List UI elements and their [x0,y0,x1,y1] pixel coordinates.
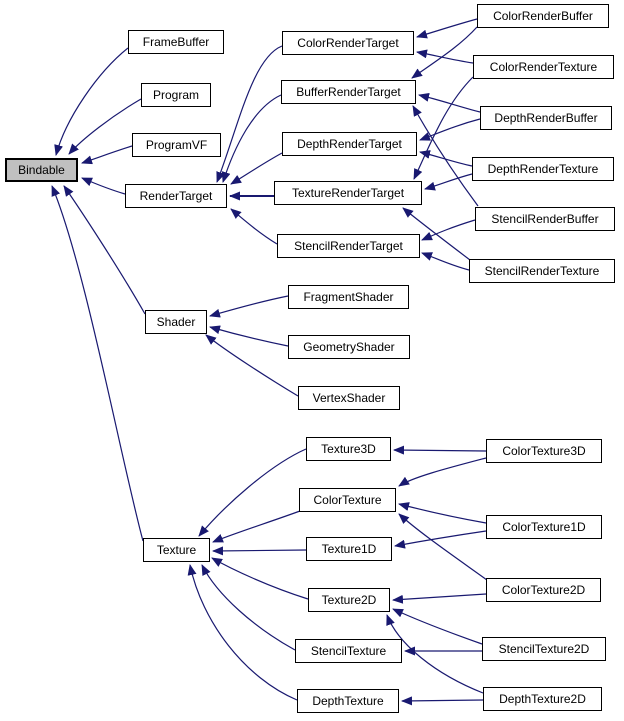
edge-stencilrendertexture-texturerendertarget [402,207,471,261]
node-depthtexture2d[interactable]: DepthTexture2D [483,687,602,711]
edge-program-bindable [68,98,142,155]
edge-texture3d-texture [198,448,307,537]
node-colortexture[interactable]: ColorTexture [299,488,396,512]
edge-colortexture2d-texture2d [392,593,487,604]
edge-colorrenderbuffer-colorrendertarget [416,18,478,39]
node-shader[interactable]: Shader [145,310,207,334]
node-programvf[interactable]: ProgramVF [132,133,221,157]
node-stencilrendertarget[interactable]: StencilRenderTarget [277,234,420,258]
edge-texture1d-texture [212,546,307,556]
node-stencilrendertexture[interactable]: StencilRenderTexture [469,259,615,283]
edge-stencilrendertarget-rendertarget [230,208,278,245]
node-colortexture3d[interactable]: ColorTexture3D [486,439,602,463]
node-texturerendertarget[interactable]: TextureRenderTarget [274,181,422,205]
node-vertexshader[interactable]: VertexShader [298,386,400,410]
node-colorrendertarget[interactable]: ColorRenderTarget [282,31,414,55]
edge-programvf-bindable [81,145,133,165]
node-texture3d[interactable]: Texture3D [306,437,391,461]
node-stenciltexture[interactable]: StencilTexture [295,639,402,663]
node-depthrendertarget[interactable]: DepthRenderTarget [282,132,417,156]
node-bindable: Bindable [5,158,78,182]
node-depthtexture[interactable]: DepthTexture [297,689,399,713]
edge-bufferrendertarget-rendertarget [221,94,282,183]
node-depthrenderbuffer[interactable]: DepthRenderBuffer [480,106,612,130]
edge-depthrenderbuffer-depthrendertarget [419,118,481,141]
edge-colortexture1d-colortexture [398,502,487,524]
edge-shader-bindable [63,185,146,315]
edge-texture2d-texture [211,557,309,600]
edge-colortexture2d-colortexture [398,513,488,581]
edge-fragmentshader-shader [209,295,289,318]
edge-colortexture-texture [212,510,301,543]
edge-colorrendertexture-texturerendertarget [413,76,474,180]
edge-colorrendertexture-colorrendertarget [416,49,474,64]
edge-colorrenderbuffer-bufferrendertarget [411,26,478,79]
edge-stenciltexture2d-texture2d [392,608,483,645]
edge-stenciltexture-texture [201,564,296,651]
edge-texture-bindable [51,185,144,542]
edge-depthtexture-texture [187,564,298,701]
edge-depthtexture2d-texture2d [386,614,484,694]
edge-depthrendertexture-depthrendertarget [419,150,473,167]
edge-depthrenderbuffer-bufferrendertarget [418,92,481,113]
node-colorrendertexture[interactable]: ColorRenderTexture [473,55,614,79]
node-bufferrendertarget[interactable]: BufferRenderTarget [281,80,416,104]
node-depthrendertexture[interactable]: DepthRenderTexture [472,157,614,181]
edge-depthrendertarget-rendertarget [230,152,283,185]
node-geometryshader[interactable]: GeometryShader [288,335,410,359]
edge-colortexture3d-texture3d [393,445,487,455]
edge-stencilrenderbuffer-bufferrendertarget [412,105,479,207]
node-stencilrenderbuffer[interactable]: StencilRenderBuffer [475,207,615,231]
node-colortexture1d[interactable]: ColorTexture1D [486,515,602,539]
edge-depthtexture2d-depthtexture [401,696,484,706]
edge-colorrendertarget-rendertarget [216,45,283,183]
edge-geometryshader-shader [209,325,289,347]
edge-stencilrendertexture-stencilrendertarget [421,252,470,271]
node-program[interactable]: Program [141,83,211,107]
edge-rendertarget-bindable [81,177,126,195]
node-framebuffer[interactable]: FrameBuffer [128,30,224,54]
node-colorrenderbuffer[interactable]: ColorRenderBuffer [477,4,609,28]
edge-colortexture1d-texture1d [394,530,487,549]
node-texture[interactable]: Texture [143,538,210,562]
node-colortexture2d[interactable]: ColorTexture2D [486,578,601,602]
node-texture2d[interactable]: Texture2D [308,588,390,612]
edge-depthrendertexture-texturerendertarget [424,173,473,191]
edge-colortexture3d-colortexture [398,457,487,487]
node-fragmentshader[interactable]: FragmentShader [288,285,409,309]
node-rendertarget[interactable]: RenderTarget [125,184,227,208]
edge-stencilrenderbuffer-stencilrendertarget [421,219,476,241]
edge-vertexshader-shader [205,334,299,397]
node-stenciltexture2d[interactable]: StencilTexture2D [482,637,606,661]
edge-framebuffer-bindable [54,47,129,156]
node-texture1d[interactable]: Texture1D [306,537,392,561]
